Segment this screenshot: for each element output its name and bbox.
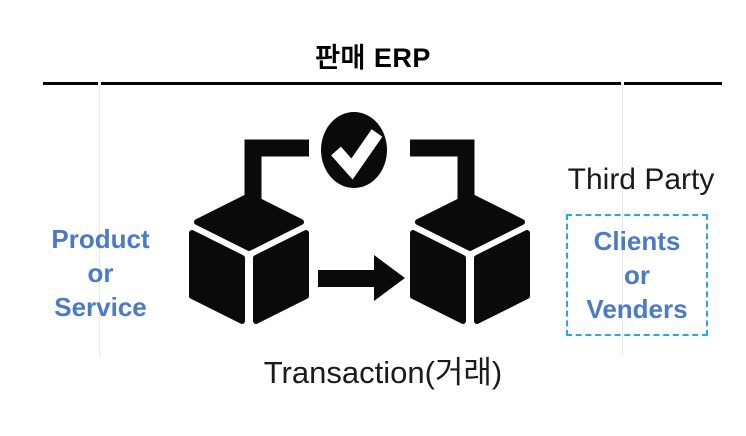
clients-venders-line-1: Clients (593, 226, 681, 256)
slide-title: 판매 ERP (315, 43, 431, 73)
transaction-caption: Transaction(거래) (263, 355, 503, 390)
third-party-label: Third Party (567, 163, 715, 196)
product-service-line-3: Service (54, 292, 147, 322)
product-service-label: Product or Service (28, 222, 173, 324)
checkmark-circle-icon (321, 112, 387, 188)
header-rule-center-segment (101, 82, 621, 85)
product-service-line-2: or (87, 258, 114, 288)
clients-venders-line-2: or (624, 260, 650, 290)
cube-right-icon (413, 196, 527, 321)
header-rule-right-segment (624, 82, 722, 85)
arrow-right-icon (318, 255, 405, 301)
column-divider-right (622, 85, 623, 355)
transaction-icon (189, 112, 540, 324)
cube-left-icon (189, 193, 309, 324)
connector-left-icon (244, 139, 309, 207)
clients-venders-box: Clients or Venders (566, 214, 708, 336)
column-divider-left (99, 85, 100, 355)
product-service-line-1: Product (51, 224, 150, 254)
clients-venders-line-3: Venders (586, 294, 688, 324)
header-rule-left-segment (43, 82, 98, 85)
connector-right-icon (410, 139, 475, 207)
